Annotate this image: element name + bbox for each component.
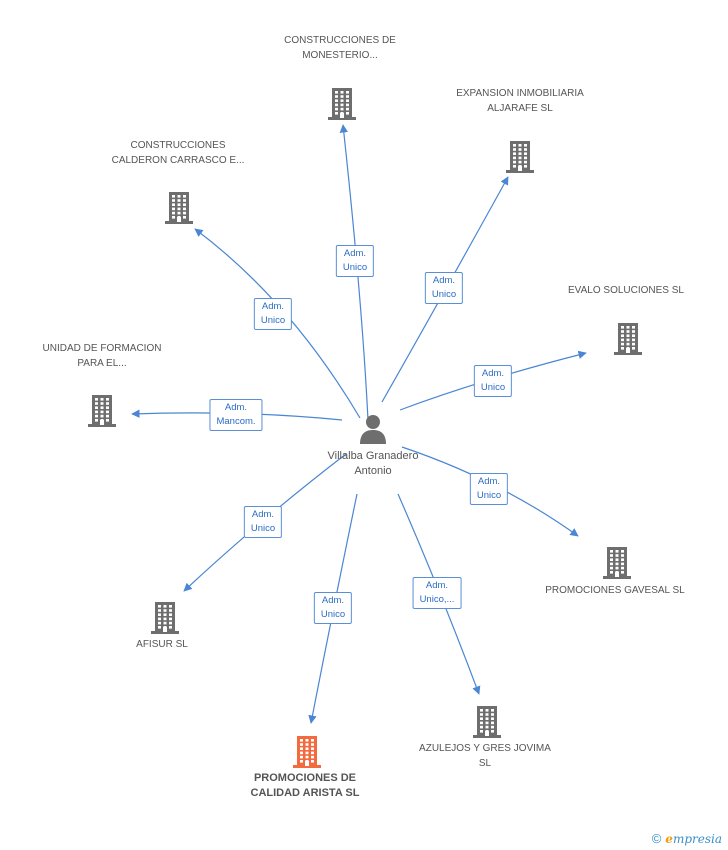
edge-label-evalo[interactable]: Adm.Unico	[473, 365, 513, 397]
building-icon[interactable]	[149, 600, 181, 634]
person-icon[interactable]	[358, 413, 388, 445]
company-label-unidad[interactable]: UNIDAD DE FORMACION PARA EL...	[42, 343, 162, 369]
company-label-monesterio[interactable]: CONSTRUCCIONES DE MONESTERIO...	[284, 35, 396, 61]
edge-label-monesterio[interactable]: Adm.Unico	[335, 245, 375, 277]
company-label-gavesal[interactable]: PROMOCIONES GAVESAL SL	[545, 585, 685, 596]
company-label-evalo[interactable]: EVALO SOLUCIONES SL	[568, 285, 684, 296]
building-icon[interactable]	[504, 139, 536, 173]
center-person-name[interactable]: Villalba Granadero Antonio	[327, 450, 419, 477]
building-icon[interactable]	[163, 190, 195, 224]
building-icon[interactable]	[291, 734, 323, 768]
edge-label-calderon[interactable]: Adm.Unico	[253, 298, 293, 330]
edge-label-aljarafe[interactable]: Adm.Unico	[424, 272, 464, 304]
company-label-jovima[interactable]: AZULEJOS Y GRES JOVIMA SL	[419, 743, 551, 769]
building-icon[interactable]	[86, 393, 118, 427]
edge-monesterio	[339, 124, 369, 421]
building-icon[interactable]	[326, 86, 358, 120]
edge-label-unidad[interactable]: Adm.Mancom.	[209, 399, 263, 431]
footer-brand: ©empresia	[652, 831, 722, 846]
edge-label-afisur[interactable]: Adm.Unico	[243, 506, 283, 538]
edge-label-jovima[interactable]: Adm.Unico,...	[412, 577, 462, 609]
building-icon[interactable]	[612, 321, 644, 355]
copyright-symbol: ©	[651, 831, 662, 846]
edge-label-arista[interactable]: Adm.Unico	[313, 592, 353, 624]
brand-initial: e	[665, 832, 673, 846]
building-icon[interactable]	[601, 545, 633, 579]
company-label-aljarafe[interactable]: EXPANSION INMOBILIARIA ALJARAFE SL	[456, 88, 584, 114]
building-icon[interactable]	[471, 704, 503, 738]
edge-label-gavesal[interactable]: Adm.Unico	[469, 473, 509, 505]
company-label-arista[interactable]: PROMOCIONES DE CALIDAD ARISTA SL	[250, 772, 360, 799]
company-label-afisur[interactable]: AFISUR SL	[136, 639, 188, 650]
company-label-calderon[interactable]: CONSTRUCCIONES CALDERON CARRASCO E...	[111, 140, 245, 166]
brand-name: mpresia	[672, 832, 722, 846]
